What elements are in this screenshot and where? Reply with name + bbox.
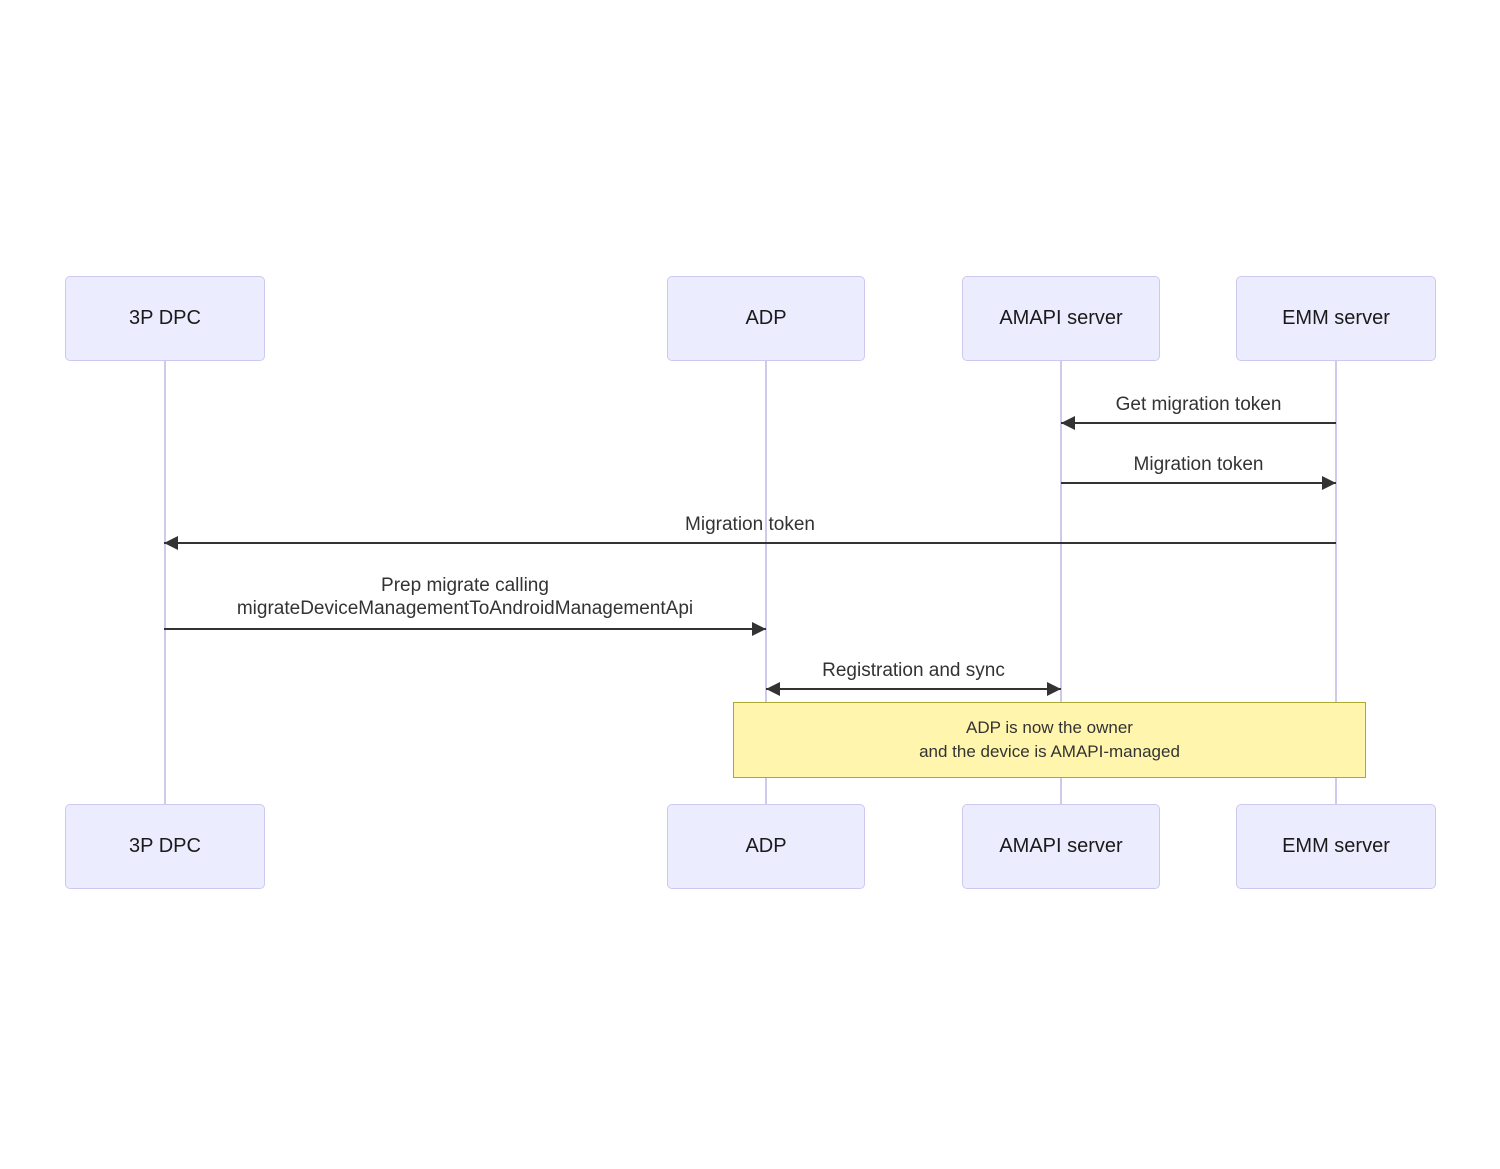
message-label-get-migration-token: Get migration token bbox=[1115, 394, 1282, 415]
lifeline-3p-dpc bbox=[164, 361, 166, 804]
arrowhead-left-icon bbox=[766, 682, 780, 696]
message-arrow-migration-token-to-dpc bbox=[164, 536, 1336, 550]
note-adp-owner: ADP is now the owner and the device is A… bbox=[733, 702, 1366, 778]
actor-adp-top: ADP bbox=[667, 276, 865, 361]
arrowhead-right-icon bbox=[1047, 682, 1061, 696]
message-label-migration-token-to-emm: Migration token bbox=[1133, 454, 1264, 475]
actor-label: 3P DPC bbox=[129, 307, 201, 329]
lifeline-amapi-server bbox=[1060, 361, 1062, 804]
note-line-1: ADP is now the owner bbox=[966, 718, 1133, 737]
message-label-migration-token-to-dpc: Migration token bbox=[685, 514, 815, 535]
actor-3p-dpc-top: 3P DPC bbox=[65, 276, 265, 361]
actor-label: ADP bbox=[745, 307, 787, 329]
message-arrow-registration-and-sync bbox=[766, 682, 1061, 696]
message-label-registration-and-sync: Registration and sync bbox=[822, 660, 1005, 681]
actor-emm-server-bottom: EMM server bbox=[1236, 804, 1436, 889]
actor-emm-server-top: EMM server bbox=[1236, 276, 1436, 361]
actor-adp-bottom: ADP bbox=[667, 804, 865, 889]
message-arrow-migration-token-to-emm bbox=[1061, 476, 1336, 490]
message-arrow-prep-migrate bbox=[164, 622, 766, 636]
note-line-2: and the device is AMAPI-managed bbox=[919, 742, 1180, 761]
actor-label: EMM server bbox=[1282, 307, 1390, 329]
lifeline-emm-server bbox=[1335, 361, 1337, 804]
arrowhead-left-icon bbox=[164, 536, 178, 550]
message-arrow-get-migration-token bbox=[1061, 416, 1336, 430]
lifeline-adp bbox=[765, 361, 767, 804]
actor-label: EMM server bbox=[1282, 835, 1390, 857]
actor-label: 3P DPC bbox=[129, 835, 201, 857]
actor-label: AMAPI server bbox=[999, 307, 1123, 329]
arrowhead-right-icon bbox=[1322, 476, 1336, 490]
actor-amapi-server-top: AMAPI server bbox=[962, 276, 1160, 361]
actor-amapi-server-bottom: AMAPI server bbox=[962, 804, 1160, 889]
arrowhead-left-icon bbox=[1061, 416, 1075, 430]
arrowhead-right-icon bbox=[752, 622, 766, 636]
message-label-line-2: migrateDeviceManagementToAndroidManageme… bbox=[236, 598, 694, 619]
message-label-prep-migrate: Prep migrate calling migrateDeviceManage… bbox=[164, 574, 766, 620]
message-label-line-1: Prep migrate calling bbox=[381, 575, 549, 596]
actor-label: AMAPI server bbox=[999, 835, 1123, 857]
actor-label: ADP bbox=[745, 835, 787, 857]
actor-3p-dpc-bottom: 3P DPC bbox=[65, 804, 265, 889]
